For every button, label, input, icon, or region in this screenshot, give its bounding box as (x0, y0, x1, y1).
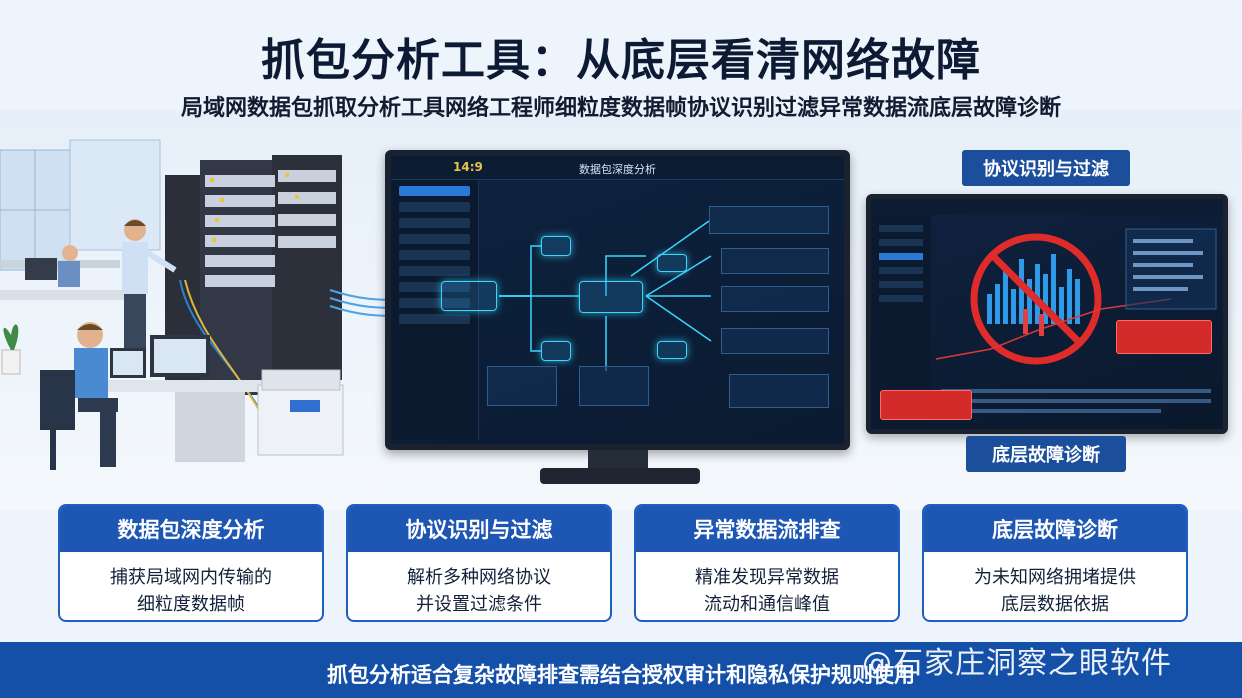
feature-card-anomaly-flow: 异常数据流排查 精准发现异常数据 流动和通信峰值 (634, 504, 900, 622)
card-title: 异常数据流排查 (636, 506, 898, 552)
result-panel-3 (721, 286, 829, 312)
flow-arrows (499, 220, 712, 371)
flow-node-core (579, 281, 643, 313)
card-desc-line-1: 为未知网络拥堵提供 (974, 567, 1136, 588)
monitor-base (540, 468, 700, 484)
footer-note: 抓包分析适合复杂故障排查需结合授权审计和隐私保护规则使用 (327, 663, 915, 687)
card-title: 底层故障诊断 (924, 506, 1186, 552)
result-panel-2 (721, 248, 829, 274)
footer-bar: 抓包分析适合复杂故障排查需结合授权审计和隐私保护规则使用 (0, 642, 1242, 698)
card-title: 协议识别与过滤 (348, 506, 610, 552)
card-desc-line-2: 底层数据依据 (1001, 594, 1109, 615)
office-illustration (0, 139, 400, 470)
result-panel-5 (729, 374, 829, 408)
result-panel-4 (721, 328, 829, 354)
bottom-panel-1 (487, 366, 557, 406)
screen-title: 数据包深度分析 (579, 163, 656, 176)
feature-card-deep-analysis: 数据包深度分析 捕获局域网内传输的 细粒度数据帧 (58, 504, 324, 622)
fault-diagnosis-tag: 底层故障诊断 (966, 436, 1126, 472)
flow-node-lower (541, 341, 571, 361)
card-desc-line-1: 捕获局域网内传输的 (110, 567, 272, 588)
feature-card-fault-diagnosis: 底层故障诊断 为未知网络拥堵提供 底层数据依据 (922, 504, 1188, 622)
watermark: @石家庄洞察之眼软件 (862, 646, 1172, 681)
bottom-panel-2 (579, 366, 649, 406)
card-desc-line-2: 流动和通信峰值 (704, 594, 830, 615)
screen-title-bar: 14:9 数据包深度分析 (391, 156, 844, 180)
card-description: 解析多种网络协议 并设置过滤条件 (348, 552, 610, 618)
result-panel-1 (709, 206, 829, 234)
card-desc-line-2: 并设置过滤条件 (416, 594, 542, 615)
anomaly-alert-right (1116, 320, 1212, 354)
card-description: 捕获局域网内传输的 细粒度数据帧 (60, 552, 322, 618)
card-description: 为未知网络拥堵提供 底层数据依据 (924, 552, 1186, 618)
screen-sidebar (391, 180, 479, 440)
flow-node-right (657, 341, 687, 359)
screen-rate: 14:9 (453, 160, 483, 174)
feature-card-protocol-filter: 协议识别与过滤 解析多种网络协议 并设置过滤条件 (346, 504, 612, 622)
analysis-monitor: 14:9 数据包深度分析 (385, 150, 850, 450)
page-title: 抓包分析工具：从底层看清网络故障 (261, 35, 981, 86)
flow-node-upper (541, 236, 571, 256)
protocol-filter-tag: 协议识别与过滤 (962, 150, 1130, 186)
anomaly-alert-left (880, 390, 972, 420)
card-description: 精准发现异常数据 流动和通信峰值 (636, 552, 898, 618)
monitor-stand (588, 450, 648, 472)
analysis-screen: 14:9 数据包深度分析 (391, 156, 844, 444)
card-desc-line-2: 细粒度数据帧 (137, 594, 245, 615)
page-subtitle: 局域网数据包抓取分析工具网络工程师细粒度数据帧协议识别过滤异常数据流底层故障诊断 (180, 96, 1061, 121)
card-desc-line-1: 解析多种网络协议 (407, 567, 551, 588)
flow-node-mid (657, 254, 687, 272)
flow-node-capture (441, 281, 497, 311)
card-title: 数据包深度分析 (60, 506, 322, 552)
card-desc-line-1: 精准发现异常数据 (695, 567, 839, 588)
